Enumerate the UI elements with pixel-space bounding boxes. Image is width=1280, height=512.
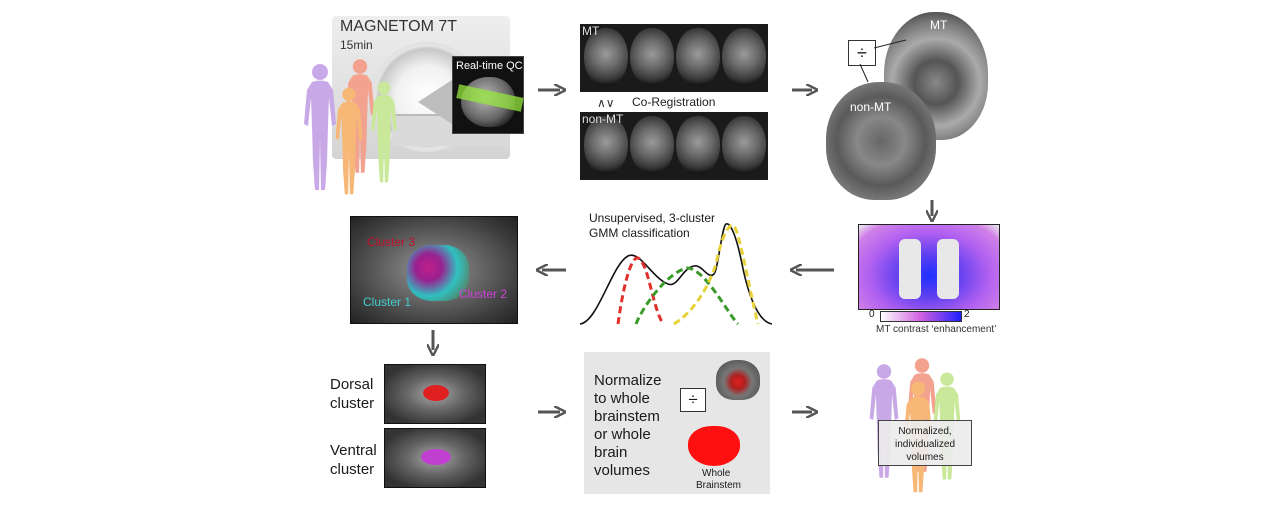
mt-row: MT (580, 24, 768, 92)
gmm-title-line1: Unsupervised, 3-cluster (589, 211, 716, 225)
qc-pointer (418, 80, 452, 124)
gmm-total-curve (579, 223, 773, 325)
colorbar-min: 0 (869, 309, 875, 320)
normalize-divide-box: ÷ (680, 388, 706, 412)
mt-brain-label: MT (930, 18, 948, 32)
whole-brainstem-thumb (688, 426, 740, 466)
nonmt-brain-image: non-MT (826, 82, 936, 200)
cluster2-label: Cluster 2 (459, 287, 508, 301)
ventral-label-1: Ventral (330, 442, 377, 459)
nonmt-row: non-MT (580, 112, 768, 180)
gmm-green-component (634, 266, 740, 326)
whole-brainstem-label-2: Brainstem (696, 480, 742, 491)
normalize-line-1: Normalize (594, 372, 662, 389)
nonmt-row-label: non-MT (582, 112, 624, 126)
brainstem-cluster-thumb (716, 360, 760, 400)
gmm-red-component (616, 256, 664, 325)
divide-to-nonmt-line (859, 63, 869, 83)
scanner-duration: 15min (340, 38, 373, 52)
cluster-overlay (407, 245, 469, 301)
result-line-2: individualized (894, 439, 956, 450)
result-line-1: Normalized, (898, 426, 952, 437)
normalize-line-3: brainstem (594, 408, 660, 425)
normalize-box: Normalize to whole brainstem or whole br… (584, 352, 770, 494)
normalize-line-4: or whole (594, 426, 651, 443)
coreg-arrows: ∧∨ (597, 96, 615, 110)
result-line-3: volumes (906, 452, 944, 463)
divide-to-mt-line (873, 39, 907, 49)
gmm-title-line2: GMM classification (589, 226, 690, 240)
scanner-title: MAGNETOM 7T (340, 18, 458, 35)
whole-brainstem-label-1: Whole (702, 468, 731, 479)
qc-label: Real-time QC (456, 60, 523, 72)
gmm-plot (579, 223, 773, 326)
nonmt-brain-label: non-MT (850, 100, 892, 114)
contrast-map (858, 224, 1000, 310)
contrast-colorbar (880, 311, 962, 322)
result-label-box: Normalized, individualized volumes (878, 420, 972, 466)
normalize-line-6: volumes (594, 462, 650, 479)
normalize-line-2: to whole (594, 390, 650, 407)
normalize-line-5: brain (594, 444, 628, 461)
ratio-divide-box: ÷ (848, 40, 876, 66)
gmm-yellow-component (673, 223, 760, 326)
dorsal-label-2: cluster (330, 395, 375, 412)
divide-icon: ÷ (688, 390, 698, 409)
dorsal-label-1: Dorsal (330, 376, 374, 393)
divide-icon: ÷ (857, 43, 867, 63)
coreg-label: Co-Registration (632, 95, 716, 109)
dorsal-image (384, 364, 486, 424)
colorbar-max: 2 (964, 309, 970, 320)
qc-inset: Real-time QC (452, 56, 524, 134)
ventral-label-2: cluster (330, 461, 375, 478)
mt-row-label: MT (582, 24, 600, 38)
ventral-image (384, 428, 486, 488)
contrast-caption: MT contrast ‘enhancement’ (876, 324, 997, 335)
cluster-image: Cluster 3 Cluster 1 Cluster 2 (350, 216, 518, 324)
cluster1-label: Cluster 1 (363, 295, 412, 309)
cluster3-label: Cluster 3 (367, 235, 416, 249)
